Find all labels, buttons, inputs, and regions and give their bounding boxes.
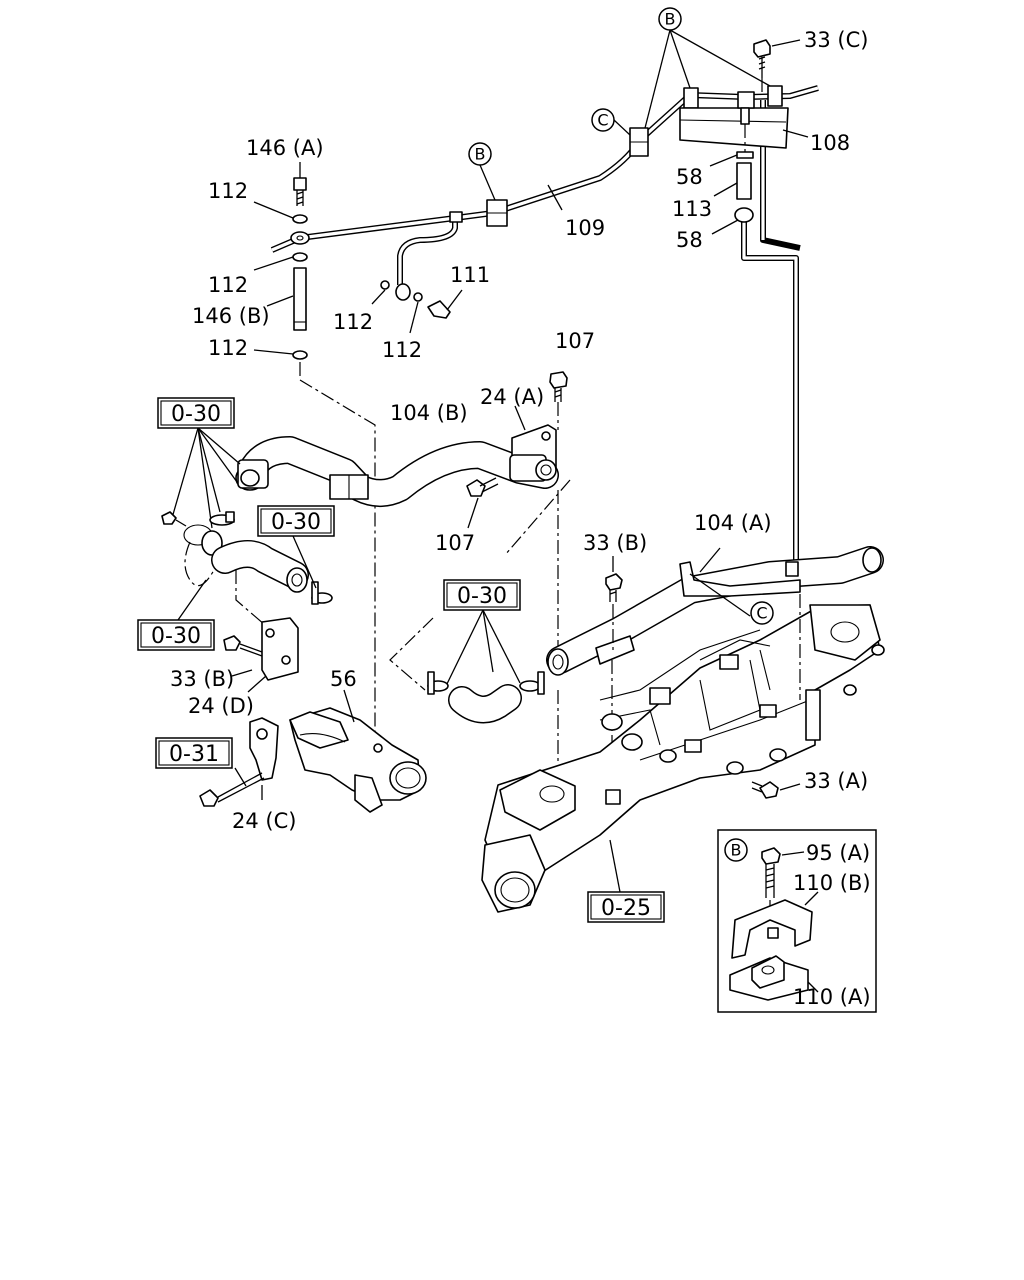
label-108: 108 — [810, 131, 850, 155]
ref-025: 0-25 — [601, 896, 651, 921]
label-110b: 110 (B) — [793, 871, 871, 895]
bolt-33a — [751, 781, 801, 799]
water-pipe-104a — [546, 546, 884, 676]
label-110a: 110 (A) — [793, 985, 871, 1009]
hose-group-center — [389, 609, 545, 724]
marker-b-inset: B — [724, 838, 748, 862]
label-112-c: 112 — [208, 336, 248, 360]
clamp-b-top — [683, 85, 783, 109]
label-146b: 146 (B) — [192, 304, 270, 328]
label-58-bot: 58 — [676, 228, 703, 252]
label-104b: 104 (B) — [390, 401, 468, 425]
thermostat-housing-56 — [199, 689, 427, 813]
ref-030-b: 0-30 — [271, 510, 321, 535]
clamp-c-top — [629, 127, 649, 157]
label-112-d: 112 — [333, 310, 373, 334]
svg-text:B: B — [475, 145, 486, 164]
marker-c-right: C — [750, 601, 774, 625]
bolt-146a — [293, 162, 307, 206]
bolt-107-top — [549, 371, 568, 830]
bolt-107-bot — [466, 477, 499, 529]
svg-text:B: B — [731, 841, 742, 860]
bolt-111 — [371, 289, 463, 334]
ref-030-d: 0-30 — [151, 624, 201, 649]
marker-b-top: B — [658, 7, 682, 31]
label-112-e: 112 — [382, 338, 422, 362]
label-33a: 33 (A) — [804, 769, 868, 793]
label-33b-top: 33 (B) — [583, 531, 647, 555]
marker-c-top: C — [591, 108, 615, 132]
label-112-a: 112 — [208, 179, 248, 203]
water-pipe-104b — [235, 436, 559, 507]
leader-24a-down — [504, 479, 571, 556]
label-33c: 33 (C) — [804, 28, 868, 52]
label-56: 56 — [330, 667, 357, 691]
label-24d: 24 (D) — [188, 694, 254, 718]
label-24c: 24 (C) — [232, 809, 296, 833]
svg-text:C: C — [756, 604, 767, 623]
ref-box-030-a: 0-30 — [157, 397, 235, 429]
label-104a: 104 (A) — [694, 511, 772, 535]
marker-b-mid: B — [468, 142, 492, 166]
washer-stack-112 — [253, 201, 376, 795]
clamp-b-mid — [486, 199, 508, 227]
ref-box-025: 0-25 — [587, 891, 665, 923]
part-108-bracket — [679, 91, 809, 149]
ref-030-c: 0-30 — [457, 584, 507, 609]
ref-030-a: 0-30 — [171, 402, 221, 427]
label-58-top: 58 — [676, 165, 703, 189]
label-113: 113 — [672, 197, 712, 221]
label-107-top: 107 — [555, 329, 595, 353]
ref-box-031: 0-31 — [155, 737, 233, 769]
label-95a: 95 (A) — [806, 841, 870, 865]
svg-text:C: C — [597, 111, 608, 130]
label-112-b: 112 — [208, 273, 248, 297]
label-109: 109 — [565, 216, 605, 240]
ref-box-030-c: 0-30 — [443, 579, 521, 611]
leaders-top — [479, 29, 771, 211]
svg-text:B: B — [665, 10, 676, 29]
label-33b-left: 33 (B) — [170, 667, 234, 691]
bolt-33c — [753, 39, 801, 96]
inset-detail-b — [717, 829, 877, 1013]
ref-box-030-b: 0-30 — [257, 505, 335, 537]
fuel-return-line — [741, 100, 801, 570]
hose-113-assembly — [709, 124, 754, 235]
hose-group-left — [161, 427, 333, 693]
label-107-bot: 107 — [435, 531, 475, 555]
label-146a: 146 (A) — [246, 136, 324, 160]
callout-labels: 33 (C) 108 58 113 58 146 (A) 112 112 146… — [170, 28, 871, 1009]
label-111: 111 — [450, 263, 490, 287]
ref-box-030-d: 0-30 — [137, 619, 215, 651]
label-24a: 24 (A) — [480, 385, 544, 409]
manifold-0-25 — [481, 594, 885, 913]
bracket-24a — [509, 405, 557, 482]
ref-031: 0-31 — [169, 742, 219, 767]
